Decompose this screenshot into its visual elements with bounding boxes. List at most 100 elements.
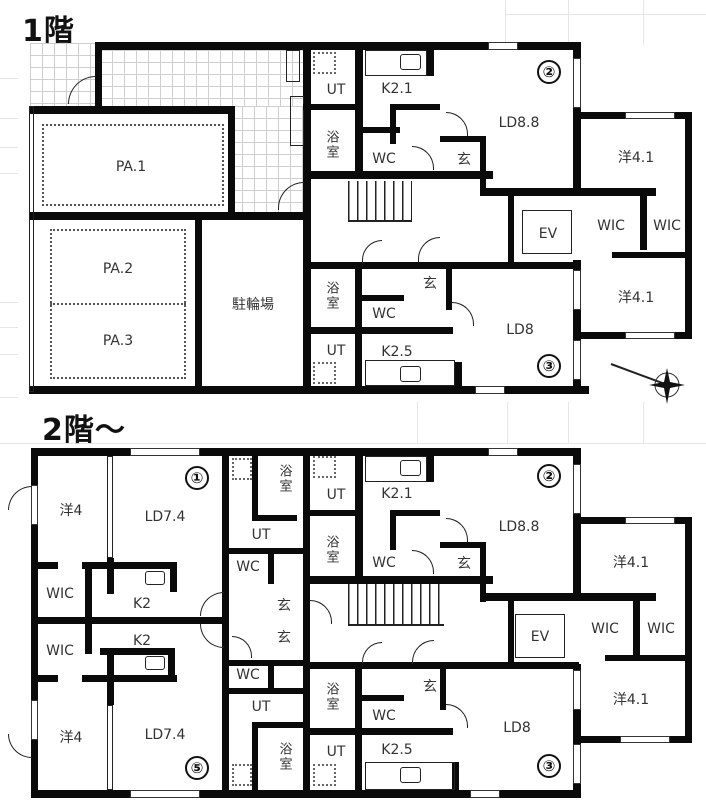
elevator — [522, 210, 572, 254]
bg-line — [0, 147, 18, 148]
wall — [85, 562, 92, 622]
sink-icon — [400, 767, 421, 783]
bg-line — [643, 0, 644, 45]
wall — [573, 664, 581, 798]
room-label-western: 洋4 — [59, 730, 83, 746]
washer-space — [313, 52, 336, 74]
wall — [303, 104, 363, 110]
room-label-wic: WIC — [597, 218, 625, 234]
window — [573, 744, 581, 784]
wall — [390, 510, 396, 550]
room-label-kitchen: K2.5 — [381, 742, 413, 758]
unit-number: ③ — [537, 754, 561, 778]
sink-icon — [400, 54, 421, 70]
wall — [252, 722, 304, 728]
wall-thin — [29, 106, 34, 392]
room-label-ut: UT — [326, 343, 346, 359]
partition — [107, 456, 113, 558]
door-swing — [412, 640, 434, 664]
sink-icon — [145, 571, 165, 585]
room-label-western: 洋4.1 — [612, 555, 650, 571]
bg-line — [0, 118, 18, 119]
room-label-ld: LD8.8 — [498, 115, 540, 131]
bg-line — [417, 402, 418, 444]
bg-line — [507, 402, 508, 444]
wall — [229, 688, 304, 694]
door-swing — [8, 734, 32, 758]
wall — [31, 448, 38, 798]
wall — [426, 456, 434, 482]
washer-space — [232, 458, 252, 480]
wall — [355, 262, 362, 334]
door-swing — [412, 146, 434, 170]
door-swing — [412, 550, 434, 574]
room-label-ut: UT — [251, 699, 271, 715]
elevator-label: EV — [538, 226, 558, 242]
room-label-ut: UT — [251, 527, 271, 543]
wall — [95, 42, 580, 50]
bg-line — [0, 302, 18, 303]
bg-line — [568, 402, 569, 444]
parking-label: PA.2 — [102, 261, 134, 277]
bg-line — [0, 327, 18, 328]
room-label-wc: WC — [372, 555, 396, 571]
bg-line — [643, 402, 644, 444]
washer-space — [313, 362, 336, 384]
wall — [303, 510, 363, 516]
wall — [229, 660, 304, 666]
wall — [355, 662, 362, 798]
door-swing — [310, 600, 332, 624]
room-label-kitchen: K2 — [132, 633, 152, 649]
room-label-ut: UT — [326, 744, 346, 760]
door-swing — [362, 642, 382, 664]
window — [475, 386, 505, 394]
bg-line — [0, 443, 706, 444]
window — [488, 42, 518, 50]
room-label-wic: WIC — [653, 218, 681, 234]
room-label-entry: 玄 — [457, 556, 471, 572]
room-label-western: 洋4 — [59, 503, 83, 519]
wall — [38, 675, 58, 682]
wall — [222, 448, 229, 798]
bg-line — [0, 354, 18, 355]
wall — [38, 617, 223, 624]
wall — [426, 50, 434, 76]
room-label-kitchen: K2.1 — [381, 81, 413, 97]
door-swing — [446, 704, 468, 728]
room-label-western: 洋4.1 — [617, 290, 655, 306]
wall — [303, 576, 493, 584]
wall — [29, 212, 304, 220]
wall — [633, 595, 640, 657]
room-label-kitchen: K2.1 — [381, 486, 413, 502]
wall — [508, 601, 514, 669]
wall — [390, 510, 440, 516]
parking-label: PA.1 — [115, 159, 147, 175]
room-label-ld: LD8 — [506, 322, 534, 338]
room-label-wc: WC — [372, 708, 396, 724]
window — [573, 464, 581, 514]
wall — [228, 106, 235, 218]
wall — [446, 262, 452, 310]
room-label-western: 洋4.1 — [612, 692, 650, 708]
wall — [268, 666, 274, 692]
window — [625, 112, 675, 119]
room-label-wc: WC — [372, 151, 396, 167]
window — [573, 58, 581, 108]
window — [130, 790, 200, 798]
wall — [573, 448, 581, 594]
washer-space — [313, 764, 336, 786]
elevator — [515, 614, 565, 658]
wall — [252, 722, 258, 792]
bg-line — [505, 14, 706, 15]
room-label-bath: 浴室 — [323, 130, 339, 160]
room-label-bath: 浴室 — [276, 742, 292, 772]
wall — [195, 218, 202, 390]
room-label-wic: WIC — [591, 621, 619, 637]
sink-icon — [145, 656, 165, 670]
wall — [605, 655, 692, 661]
unit-number: ⑤ — [185, 756, 209, 780]
window — [620, 736, 670, 743]
window — [573, 340, 581, 380]
room-label-wc: WC — [372, 306, 396, 322]
wall — [229, 548, 304, 554]
